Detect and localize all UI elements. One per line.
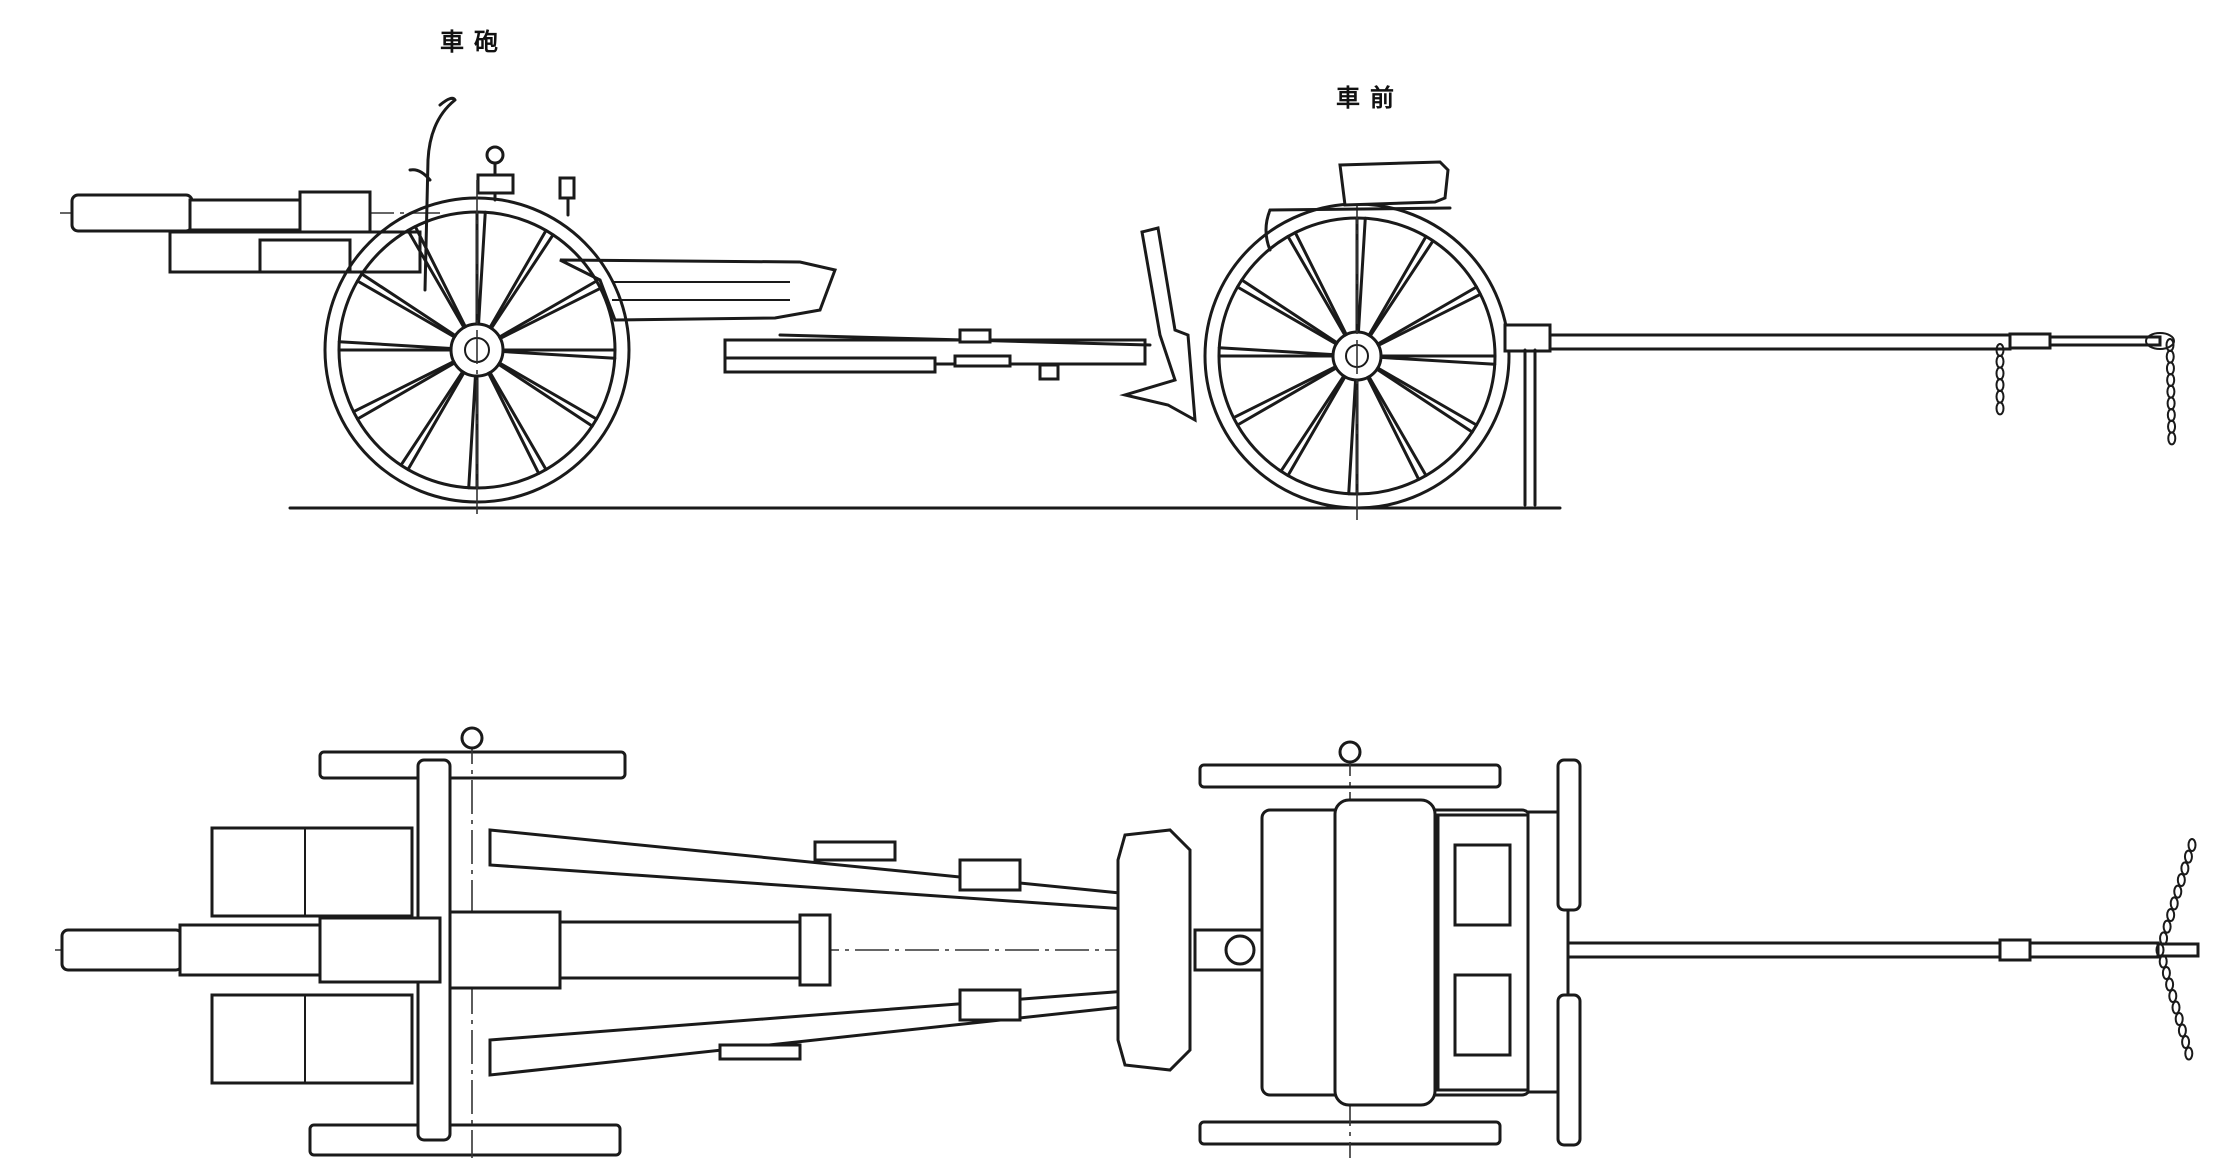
wheel-spoke <box>1217 346 1335 357</box>
wheel-spoke <box>498 361 599 421</box>
chain-link <box>1995 389 2005 404</box>
chain-link <box>2166 396 2176 411</box>
wheel-spoke <box>489 233 555 330</box>
wheel-spoke <box>477 210 487 326</box>
gun-carriage-label: 車砲 <box>440 27 508 56</box>
wheel-spoke <box>488 228 548 329</box>
chain-link <box>2171 1000 2181 1015</box>
chain-link <box>2174 1012 2184 1026</box>
wheel-spoke <box>1368 239 1435 338</box>
wheel-spoke <box>1376 285 1479 346</box>
wheel-spoke <box>1235 285 1338 346</box>
wheel-spoke <box>1286 375 1347 478</box>
chain-link <box>2161 966 2171 980</box>
shield-panel-lower <box>210 993 414 1085</box>
wheel-spoke <box>406 228 466 329</box>
wheel-spoke <box>1232 365 1338 420</box>
wheel-spoke <box>360 272 457 338</box>
chain-link <box>2165 361 2175 376</box>
limber-pole-side <box>1503 323 2175 507</box>
chain-link <box>2158 954 2168 969</box>
chain-link <box>1995 366 2005 381</box>
chain-link <box>1995 401 2005 416</box>
plan-view <box>55 726 2200 1158</box>
wheel-spoke <box>406 371 466 472</box>
wheel-spoke <box>1366 375 1421 481</box>
wheel-spoke <box>1347 378 1358 496</box>
wheel-spoke <box>1356 216 1367 334</box>
chain-link <box>2162 919 2172 934</box>
chain-link <box>2168 989 2178 1003</box>
chain-link <box>2166 908 2176 922</box>
chain-link <box>2159 931 2169 946</box>
gun-wheel-side <box>323 180 631 520</box>
chain-link <box>2166 384 2176 399</box>
wheel-spoke <box>498 286 602 340</box>
shield-panel-upper <box>210 826 414 918</box>
chain-link <box>2166 373 2176 387</box>
pole-chains-plan <box>2155 838 2197 1061</box>
wheel-spoke <box>413 225 467 329</box>
wheel-spoke <box>1240 278 1339 345</box>
wheel-spoke <box>1279 374 1346 473</box>
wheel-spoke <box>337 340 453 350</box>
gun-shield <box>423 96 457 292</box>
side-elevation-view <box>60 96 2177 520</box>
split-trails-plan <box>488 828 1142 1077</box>
chain-link <box>2187 838 2197 852</box>
chain-link <box>1995 354 2005 369</box>
chain-link <box>2181 1035 2191 1049</box>
wheel-spoke <box>1375 367 1474 434</box>
wheel-spoke <box>1293 231 1348 337</box>
wheel-spoke <box>497 362 594 428</box>
gun-axle-plan <box>308 726 627 1158</box>
wheel-spoke <box>488 371 548 472</box>
wheel-spoke <box>399 370 465 467</box>
trail-spade-plan <box>1116 828 1192 1072</box>
chain-link <box>2183 849 2193 864</box>
chain-link <box>2167 431 2177 446</box>
limber-wheel-side <box>1203 190 1511 520</box>
pole-chains-side <box>1995 338 2177 446</box>
wheel-spoke <box>1286 234 1347 337</box>
wheel-spoke <box>1235 366 1338 427</box>
chain-link <box>2180 861 2190 876</box>
wheel-spoke <box>498 279 599 339</box>
chain-link <box>2169 896 2179 911</box>
wheel-spoke <box>501 350 617 360</box>
wheel-spoke <box>1367 234 1428 337</box>
wheel-spoke <box>355 279 456 339</box>
chain-link <box>2155 943 2165 957</box>
wheel-spoke <box>1367 375 1428 478</box>
wheel-spoke <box>352 360 456 414</box>
gun-barrel <box>60 190 440 274</box>
wheel-spoke <box>487 371 541 475</box>
wheel-spoke <box>355 361 456 421</box>
chain-link <box>1995 378 2005 392</box>
chain-link <box>2173 884 2183 899</box>
limber-label: 車前 <box>1336 83 1404 112</box>
wheel-spoke <box>1379 355 1497 366</box>
chain-link <box>2177 1023 2187 1038</box>
chain-link <box>2176 873 2186 887</box>
wheel-spoke <box>467 374 477 490</box>
trail-spade <box>1119 226 1197 423</box>
sight-mechanism <box>476 145 576 217</box>
gun-barrel-plan <box>60 910 832 990</box>
gun-trail <box>559 258 1152 381</box>
chain-link <box>2184 1046 2194 1061</box>
chain-link <box>2166 408 2176 422</box>
wheel-spoke <box>1376 292 1482 347</box>
limber-seat <box>1264 160 1452 252</box>
chain-link <box>2167 419 2177 434</box>
wheel-spoke <box>1376 366 1479 427</box>
chain-link <box>2165 349 2175 364</box>
limber-pole-plan <box>1566 938 2200 962</box>
swingletrees <box>1556 758 1582 1147</box>
chain-link <box>2165 977 2175 992</box>
limber-body-plan <box>1260 798 1570 1107</box>
